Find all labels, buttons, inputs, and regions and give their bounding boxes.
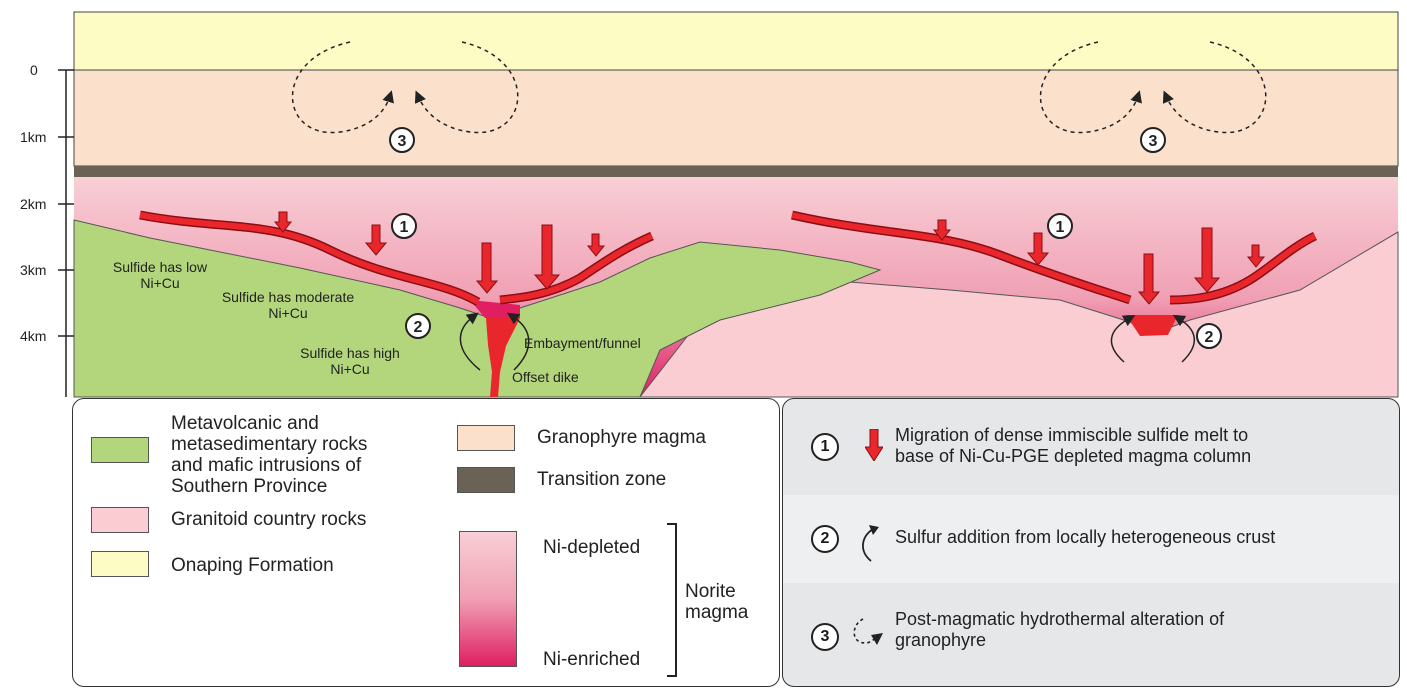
- marker-1-left: 1: [392, 214, 416, 238]
- swatch-granitoid: [91, 507, 149, 533]
- svg-text:1: 1: [1056, 219, 1065, 236]
- dashed-loop-icon: [849, 617, 889, 653]
- norite-bracket: [667, 523, 677, 677]
- marker-2-left: 2: [406, 314, 430, 338]
- process-panel: 1 Migration of dense immiscible sulfide …: [782, 398, 1400, 687]
- legend-metavolcanic: Metavolcanic and metasedimentary rocks a…: [171, 413, 431, 497]
- depth-label-3: 3km: [20, 262, 46, 278]
- svg-text:3: 3: [398, 133, 407, 150]
- swatch-metavolcanic: [91, 437, 149, 463]
- swatch-norite-gradient: [459, 531, 517, 667]
- curved-arrow-icon: [857, 523, 883, 563]
- depth-label-2: 2km: [20, 196, 46, 212]
- swatch-onaping: [91, 551, 149, 577]
- onaping-layer: [74, 12, 1398, 70]
- marker-3-right: 3: [1141, 128, 1165, 152]
- process-text-3: Post-magmatic hydrothermal alteration of…: [895, 609, 1224, 651]
- process-number-3: 3: [811, 623, 839, 651]
- annotation-offset-dike: Offset dike: [512, 369, 579, 385]
- legend-granophyre: Granophyre magma: [537, 427, 706, 448]
- process-row-3: 3 Post-magmatic hydrothermal alteration …: [783, 583, 1399, 687]
- legend-panel: Metavolcanic and metasedimentary rocks a…: [72, 398, 780, 687]
- process-text-1: Migration of dense immiscible sulfide me…: [895, 425, 1251, 467]
- marker-3-left: 3: [390, 128, 414, 152]
- swatch-granophyre: [457, 425, 515, 451]
- process-row-2: 2 Sulfur addition from locally heterogen…: [783, 495, 1399, 583]
- marker-1-right: 1: [1048, 214, 1072, 238]
- swatch-transition: [457, 467, 515, 493]
- depth-label-0: 0: [30, 62, 38, 78]
- marker-2-right: 2: [1197, 324, 1221, 348]
- legend-ni-depleted: Ni-depleted: [543, 537, 640, 558]
- cross-section-diagram: 3 3 1 1 2 2 0 1km 2km 3km 4km Sulfide ha…: [0, 0, 1407, 398]
- svg-text:1: 1: [400, 219, 409, 236]
- transition-zone-layer: [74, 166, 1398, 177]
- svg-text:3: 3: [1149, 133, 1158, 150]
- down-arrow-icon: [865, 429, 883, 461]
- process-row-1: 1 Migration of dense immiscible sulfide …: [783, 399, 1399, 495]
- process-number-2: 2: [811, 525, 839, 553]
- annotation-embayment: Embayment/funnel: [524, 335, 641, 351]
- process-number-1: 1: [811, 433, 839, 461]
- granophyre-layer: [74, 70, 1398, 166]
- legend-transition: Transition zone: [537, 469, 666, 490]
- process-text-2: Sulfur addition from locally heterogeneo…: [895, 527, 1275, 548]
- legend-ni-enriched: Ni-enriched: [543, 649, 640, 670]
- svg-text:2: 2: [1205, 329, 1214, 346]
- legend-granitoid: Granitoid country rocks: [171, 509, 366, 530]
- svg-text:2: 2: [414, 319, 423, 336]
- depth-label-4: 4km: [20, 328, 46, 344]
- legend-onaping: Onaping Formation: [171, 555, 334, 576]
- legend-norite: Norite magma: [685, 581, 748, 623]
- depth-label-1: 1km: [20, 129, 46, 145]
